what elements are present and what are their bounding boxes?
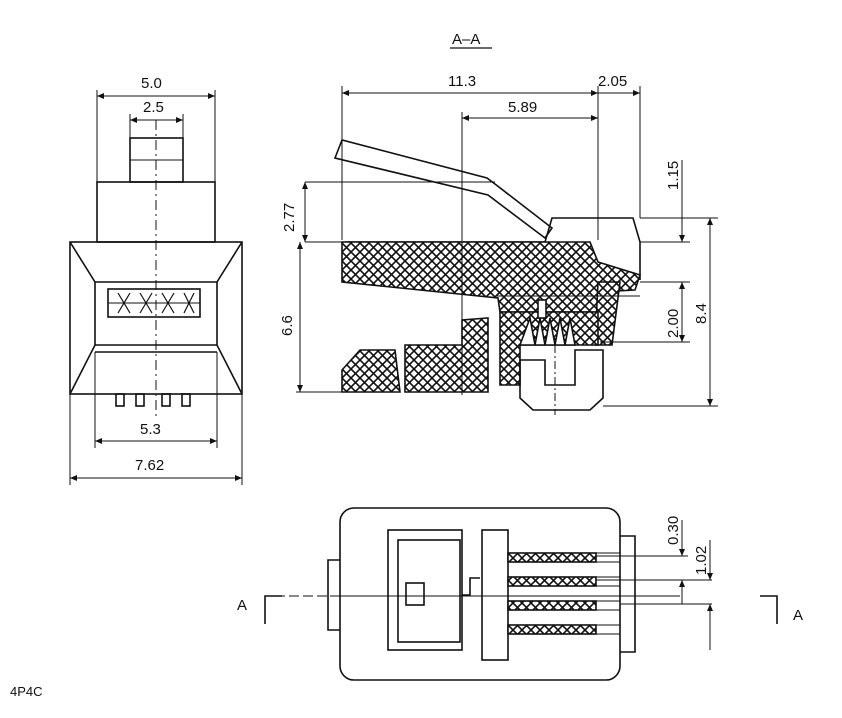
- section-dimension-lines: [296, 86, 718, 407]
- contact-4: [507, 624, 597, 635]
- dim-latch-height: 2.77: [281, 203, 298, 232]
- dim-contact-pitch: 1.02: [693, 546, 710, 575]
- contact-1: [507, 552, 597, 563]
- section-body-lower-front: [341, 349, 401, 393]
- section-view: [333, 112, 642, 415]
- dim-length: 11.3: [448, 73, 476, 90]
- bottom-view: [264, 507, 778, 681]
- dim-bottom-inner: 5.3: [140, 421, 161, 438]
- dim-top-outer: 5.0: [141, 75, 162, 92]
- section-marker-left: A: [237, 597, 247, 614]
- section-body-upper: [341, 241, 642, 313]
- contact-carrier: [481, 529, 509, 661]
- contact-2: [507, 576, 597, 587]
- latch: [333, 139, 554, 240]
- front-shoulder: [96, 181, 216, 243]
- section-marker-right: A: [793, 607, 803, 624]
- section-title: A–A: [452, 31, 480, 48]
- latch-recess: [387, 529, 463, 651]
- dim-top-gap: 1.15: [665, 161, 682, 190]
- dim-total-height: 8.4: [693, 303, 710, 324]
- dim-top-inner: 2.5: [143, 99, 164, 116]
- bottom-body: [339, 507, 621, 681]
- part-caption: 4P4C: [10, 684, 43, 699]
- dim-body-height: 6.6: [279, 315, 296, 336]
- dim-tip: 2.05: [598, 73, 627, 90]
- contact-3: [507, 600, 597, 611]
- dim-contact-height: 2.00: [665, 309, 682, 338]
- dim-bottom-outer: 7.62: [135, 457, 164, 474]
- dim-contact-offset: 5.89: [508, 99, 537, 116]
- dim-contact-width: 0.30: [665, 516, 682, 545]
- front-view: [69, 90, 243, 485]
